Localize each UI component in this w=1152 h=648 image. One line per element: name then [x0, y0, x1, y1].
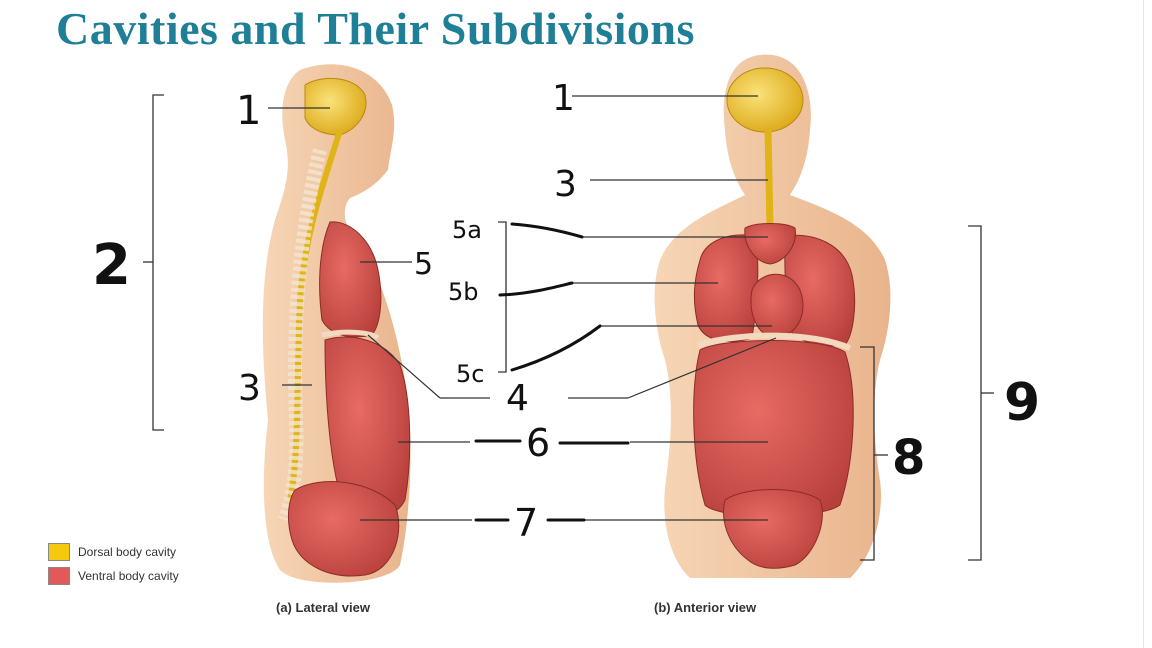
lateral-pelvic-cavity [287, 481, 400, 577]
anterior-pericardial-cavity [750, 273, 804, 339]
caption-anterior-view: (b) Anterior view [654, 600, 757, 615]
label-5c: 5c [456, 360, 484, 388]
bracket-abdominopelvic [860, 346, 875, 561]
handwritten-labels: 1 2 3 5 1 3 5a 5b 5c 4 6 7 8 9 [92, 78, 1040, 545]
brackets [143, 94, 994, 561]
label-4: 4 [506, 378, 529, 419]
legend-swatch-dorsal [48, 543, 70, 561]
label-1-anterior: 1 [552, 78, 575, 119]
legend-item-ventral: Ventral body cavity [48, 564, 179, 588]
label-1-lateral: 1 [236, 88, 261, 134]
anterior-pelvic-cavity [723, 489, 823, 569]
label-2: 2 [92, 233, 131, 298]
bracket-thoracic [498, 221, 507, 373]
label-5a: 5a [452, 216, 482, 244]
leader-lines [268, 95, 777, 521]
label-9: 9 [1004, 373, 1040, 433]
lateral-body [262, 64, 411, 583]
lateral-abdominal-cavity [324, 336, 411, 518]
lateral-diaphragm [321, 329, 380, 341]
lateral-cranial-cavity [304, 77, 367, 136]
label-5b: 5b [448, 278, 479, 306]
legend-swatch-ventral [48, 567, 70, 585]
lateral-vertebrae [278, 148, 327, 523]
legend-item-dorsal: Dorsal body cavity [48, 540, 179, 564]
anterior-abdominal-cavity [693, 340, 854, 517]
legend-label-ventral: Ventral body cavity [78, 569, 179, 583]
label-3-anterior: 3 [554, 164, 577, 205]
lateral-thoracic-cavity [319, 221, 382, 338]
bracket-dorsal [152, 94, 164, 431]
anterior-superior-mediastinum [744, 223, 796, 265]
legend: Dorsal body cavity Ventral body cavity [48, 540, 179, 588]
label-5: 5 [414, 247, 433, 282]
page-edge-line [1143, 0, 1144, 648]
handwritten-strokes [474, 222, 630, 522]
bracket-ventral [968, 225, 982, 561]
label-6: 6 [526, 421, 550, 465]
anterior-cranial-cavity [726, 67, 804, 133]
anterior-body [654, 54, 891, 579]
label-8: 8 [892, 430, 925, 486]
anterior-spinal-cord [764, 129, 774, 229]
anterior-diaphragm [697, 332, 852, 351]
caption-lateral-view: (a) Lateral view [276, 600, 370, 615]
legend-label-dorsal: Dorsal body cavity [78, 545, 177, 559]
label-3-lateral: 3 [238, 368, 261, 409]
label-7: 7 [514, 501, 538, 545]
page-title: Cavities and Their Subdivisions [56, 3, 695, 54]
